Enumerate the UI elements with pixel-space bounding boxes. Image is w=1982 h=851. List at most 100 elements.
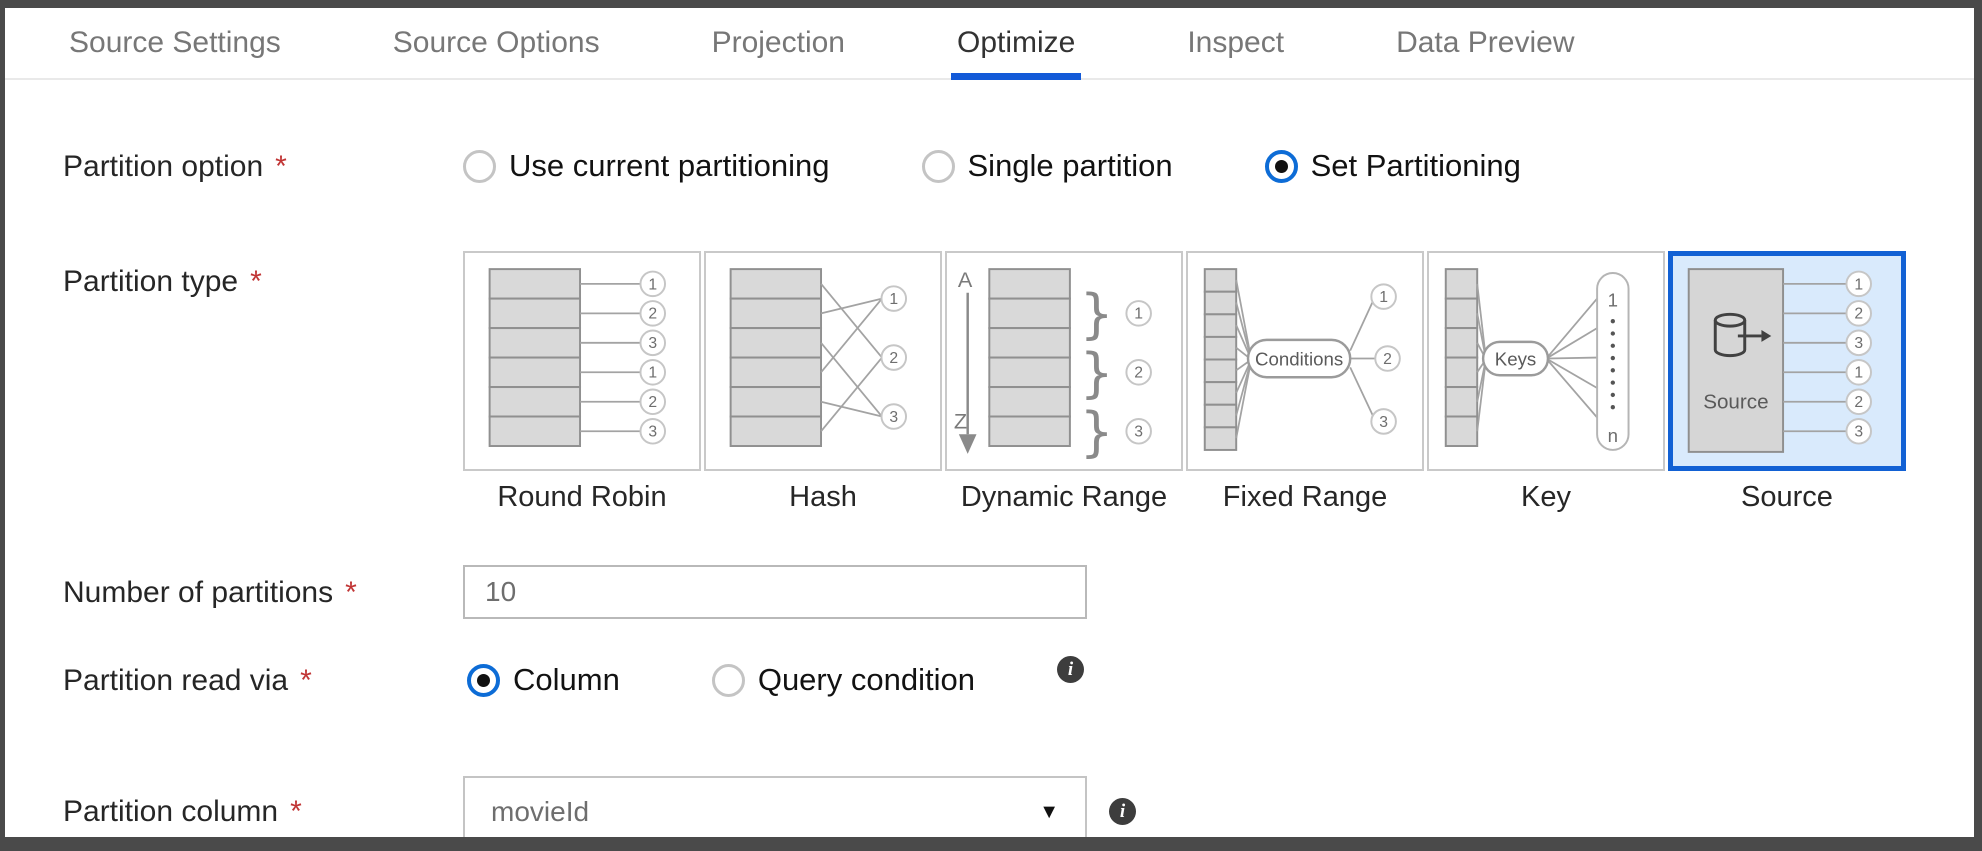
capsule-last-number: n (1608, 425, 1618, 446)
radio-query-condition[interactable]: Query condition (711, 662, 975, 698)
radio-circle-icon (711, 663, 745, 697)
circle-number: 1 (1854, 365, 1863, 382)
tab-label: Data Preview (1396, 26, 1575, 59)
connector-lines (820, 283, 883, 432)
tab-source-options[interactable]: Source Options (393, 8, 600, 78)
label-text: Partition option (63, 150, 264, 183)
partition-type-captions: Round Robin Hash Dynamic Range Fixed Ran… (463, 481, 1906, 514)
keys-pill (1481, 340, 1550, 377)
partition-read-via-radio-group: Column Query condition (467, 662, 975, 698)
range-braces: } } } (1080, 283, 1114, 463)
brace-glyph: } (1080, 342, 1114, 404)
required-asterisk: * (300, 664, 312, 697)
required-asterisk: * (345, 576, 357, 609)
partition-type-tile-group: 1 2 3 1 2 3 (463, 251, 1906, 471)
connector-lines (1235, 279, 1377, 439)
info-icon[interactable]: i (1057, 656, 1084, 683)
round-robin-diagram: 1 2 3 1 2 3 (488, 268, 667, 447)
radio-circle-icon (921, 149, 955, 183)
partition-stack (1203, 268, 1238, 451)
circle-number: 2 (648, 306, 657, 323)
radio-circle-icon (463, 149, 496, 183)
circle-number: 2 (1854, 306, 1863, 323)
partition-read-via-label: Partition read via * (63, 664, 312, 698)
label-text: Number of partitions (63, 576, 334, 609)
circle-number: 2 (889, 350, 898, 367)
source-block (1687, 268, 1785, 453)
tab-bar: Source Settings Source Options Projectio… (5, 8, 1974, 80)
connector-lines (1476, 283, 1598, 432)
fixed-range-diagram: Conditions 1 2 3 (1203, 268, 1401, 451)
required-asterisk: * (250, 265, 262, 298)
partition-number-circles: 1 2 3 (1125, 300, 1152, 445)
a-to-z-arrow-icon (958, 292, 977, 454)
active-tab-underline (950, 73, 1082, 80)
label-text: Partition read via (63, 664, 289, 697)
circle-number: 1 (889, 291, 898, 308)
label-text: Partition type (63, 265, 239, 298)
database-export-icon (1713, 312, 1772, 358)
partition-number-circles: 1 2 3 1 2 3 (1845, 270, 1873, 445)
caption-round-robin: Round Robin (497, 481, 667, 513)
radio-circle-icon (1264, 149, 1298, 183)
partition-column-dropdown[interactable]: movieId ▼ (463, 776, 1087, 837)
hash-diagram: 1 2 3 (729, 268, 908, 447)
circle-number: 2 (1134, 365, 1143, 382)
tab-data-preview[interactable]: Data Preview (1396, 8, 1574, 78)
tab-projection[interactable]: Projection (712, 8, 845, 78)
partition-number-circles: 1 2 3 (880, 285, 908, 430)
circle-number: 1 (1379, 289, 1388, 306)
radio-label: Query condition (757, 662, 975, 697)
circle-number: 1 (648, 365, 657, 382)
dynamic-range-diagram: A Z } } } 1 (954, 267, 1152, 463)
radio-dot (477, 673, 490, 687)
partition-stack (488, 268, 582, 447)
partition-option-label: Partition option * (63, 150, 287, 184)
label-text: Partition column (63, 795, 279, 828)
tile-dynamic-range[interactable]: A Z } } } 1 (945, 251, 1183, 471)
partition-number-circles: 1 2 3 (1370, 283, 1401, 435)
partition-stack (988, 268, 1071, 447)
radio-dot (1274, 159, 1288, 173)
radio-single-partition[interactable]: Single partition (921, 148, 1173, 184)
radio-column[interactable]: Column (467, 662, 620, 698)
key-diagram: Keys 1 n (1444, 268, 1630, 451)
circle-number: 3 (648, 424, 657, 441)
number-of-partitions-label: Number of partitions * (63, 576, 357, 610)
radio-set-partitioning[interactable]: Set Partitioning (1264, 148, 1521, 184)
circle-number: 3 (889, 409, 898, 426)
tile-round-robin[interactable]: 1 2 3 1 2 3 (463, 251, 701, 471)
connector-lines (1783, 282, 1846, 433)
required-asterisk: * (275, 150, 287, 183)
tab-inspect[interactable]: Inspect (1187, 8, 1284, 78)
circle-number: 3 (1854, 335, 1863, 352)
tab-source-settings[interactable]: Source Settings (69, 8, 281, 78)
dropdown-selected-value: movieId (491, 796, 590, 827)
circle-number: 1 (648, 276, 657, 293)
radio-use-current-partitioning[interactable]: Use current partitioning (463, 148, 830, 184)
caption-key: Key (1521, 481, 1571, 513)
caption-dynamic-range: Dynamic Range (960, 481, 1168, 513)
partition-column-label: Partition column* (63, 795, 302, 829)
partition-stack (1444, 268, 1479, 447)
tile-hash[interactable]: 1 2 3 (704, 251, 942, 471)
brace-glyph: } (1080, 283, 1114, 345)
tab-label: Source Settings (69, 26, 281, 59)
radio-label: Single partition (967, 148, 1173, 183)
partition-type-label: Partition type * (63, 265, 262, 299)
radio-label: Set Partitioning (1310, 148, 1521, 183)
tile-fixed-range[interactable]: Conditions 1 2 3 (1186, 251, 1424, 471)
partition-stack (729, 268, 823, 447)
info-icon[interactable]: i (1109, 798, 1136, 825)
tab-label: Source Options (392, 26, 600, 59)
circle-number: 2 (648, 394, 657, 411)
tile-key[interactable]: Keys 1 n (1427, 251, 1665, 471)
number-of-partitions-input[interactable] (463, 565, 1087, 619)
brace-glyph: } (1080, 401, 1114, 463)
circle-number: 1 (1854, 276, 1863, 293)
conditions-label: Conditions (1255, 348, 1343, 369)
tab-label: Inspect (1187, 26, 1285, 59)
tab-optimize[interactable]: Optimize (950, 8, 1082, 80)
tile-source[interactable]: Source 1 2 3 1 2 3 (1668, 251, 1906, 471)
circle-number: 3 (648, 335, 657, 352)
